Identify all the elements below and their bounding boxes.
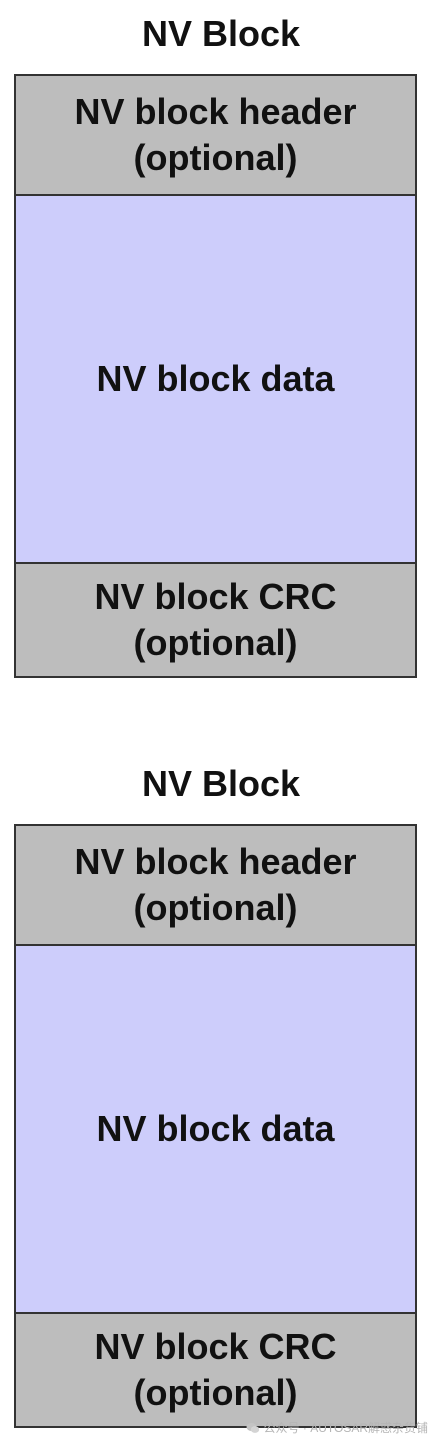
nv-block-header-section: NV block header (optional) — [16, 76, 415, 194]
crc-label: NV block CRC — [94, 576, 337, 617]
data-label: NV block data — [96, 1108, 335, 1149]
nv-block-crc-section: NV block CRC (optional) — [16, 1312, 415, 1426]
diagram-title: NV Block — [141, 763, 301, 804]
nv-block: NV block header (optional) NV block data… — [14, 824, 417, 1428]
watermark: 公众号 · AUTOSAR解惑杂货铺 — [246, 1419, 428, 1436]
nv-block-crc-section: NV block CRC (optional) — [16, 562, 415, 676]
diagram-title: NV Block — [141, 13, 301, 54]
watermark-text: 公众号 · AUTOSAR解惑杂货铺 — [263, 1421, 428, 1435]
nv-block-diagram-1: NV Block NV block header (optional) NV b… — [0, 0, 442, 700]
nv-block-data-section: NV block data — [16, 194, 415, 562]
nv-block-header-section: NV block header (optional) — [16, 826, 415, 944]
crc-optional-label: (optional) — [133, 1372, 298, 1413]
header-optional-label: (optional) — [133, 887, 298, 928]
data-label: NV block data — [96, 358, 335, 399]
crc-label: NV block CRC — [94, 1326, 337, 1367]
nv-block-diagram-2: NV Block NV block header (optional) NV b… — [0, 748, 442, 1446]
header-label: NV block header — [74, 91, 357, 132]
nv-block-data-section: NV block data — [16, 944, 415, 1312]
crc-optional-label: (optional) — [133, 622, 298, 663]
wechat-icon — [246, 1422, 259, 1433]
header-optional-label: (optional) — [133, 137, 298, 178]
nv-block: NV block header (optional) NV block data… — [14, 74, 417, 678]
header-label: NV block header — [74, 841, 357, 882]
